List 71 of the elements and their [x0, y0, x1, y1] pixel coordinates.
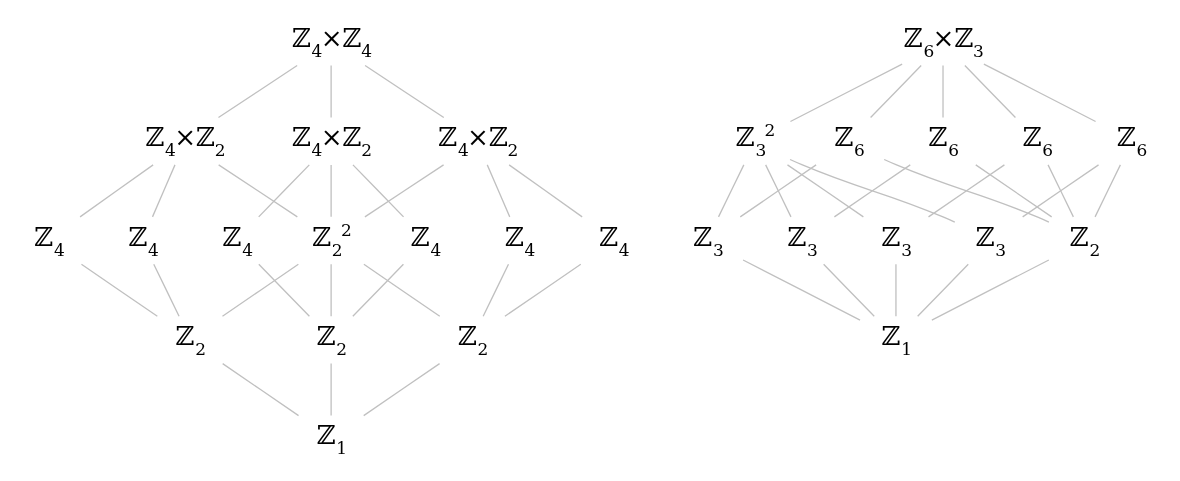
- connector: [1047, 164, 1075, 218]
- node-text: ℤ$_{3}$: [881, 221, 912, 260]
- connector: [482, 263, 510, 317]
- node-text: ℤ$_{6}$: [1022, 122, 1054, 161]
- connector: [221, 263, 300, 317]
- node-text: ℤ$_{3}$: [693, 221, 724, 260]
- connector: [258, 263, 311, 317]
- connector: [80, 263, 158, 317]
- node-text: ℤ$_{6}$×ℤ$_{3}$: [903, 22, 984, 61]
- connector: [717, 164, 745, 218]
- connector: [883, 158, 1050, 223]
- connector: [742, 259, 861, 321]
- connector: [153, 263, 180, 317]
- connector: [151, 164, 176, 218]
- connector: [789, 63, 903, 123]
- connector: [79, 164, 154, 218]
- node-text: ℤ$_{4}$: [128, 221, 159, 260]
- node-text: ℤ$_{4}$: [599, 221, 630, 260]
- connector: [833, 164, 911, 218]
- connector: [330, 263, 332, 317]
- node-text: ℤ$_{6}$: [834, 122, 865, 161]
- connector: [352, 164, 405, 218]
- node-text: ℤ$_{2}$: [316, 321, 348, 360]
- node-text: ℤ$_{2}$: [457, 321, 489, 360]
- connector: [739, 164, 817, 218]
- connector: [975, 164, 1053, 218]
- node-text: ℤ$_{2}$: [1069, 221, 1101, 260]
- connector: [363, 362, 441, 417]
- connector: [1094, 164, 1122, 218]
- connector: [869, 64, 922, 119]
- node-text: ℤ$_{3}$: [975, 221, 1007, 260]
- connector: [330, 362, 332, 417]
- connector: [352, 263, 405, 317]
- connector: [1022, 164, 1100, 218]
- node-text: ℤ$_{1}$: [316, 420, 348, 459]
- node-text: ℤ$_{6}$: [928, 122, 960, 161]
- node-text: ℤ$_{4}$×ℤ$_{2}$: [291, 122, 373, 161]
- connector: [508, 164, 583, 218]
- connector: [931, 259, 1050, 321]
- node-text: ℤ$_{2}$: [175, 321, 206, 360]
- connector: [364, 64, 445, 119]
- connector: [330, 64, 332, 119]
- connector: [486, 164, 511, 218]
- connector: [765, 164, 792, 218]
- connector: [823, 263, 875, 317]
- node-text: ℤ$_{3}$: [787, 221, 818, 260]
- connector: [789, 158, 956, 223]
- connector: [927, 164, 1006, 218]
- node-text: ℤ$_{4}$: [505, 221, 536, 260]
- connector: [504, 263, 582, 317]
- connector: [258, 164, 310, 218]
- node-text: ℤ$_{4}$: [34, 221, 65, 260]
- node-text: ℤ$_{6}$: [1116, 122, 1148, 161]
- connector: [222, 362, 300, 417]
- connector: [363, 263, 441, 317]
- node-text: ℤ$_{4}$×ℤ$_{2}$: [145, 122, 226, 161]
- connector: [942, 64, 944, 119]
- connector: [964, 64, 1017, 119]
- connector: [364, 164, 445, 218]
- node-text: ℤ$_{4}$×ℤ$_{2}$: [438, 122, 519, 161]
- node-text: ℤ$_{4}$: [410, 221, 442, 260]
- connector: [786, 164, 865, 218]
- connector: [895, 263, 897, 317]
- connector: [218, 164, 298, 218]
- node-text: ℤ$_{4}$: [222, 221, 254, 260]
- node-text: ℤ$_{1}$: [881, 321, 912, 360]
- connector: [217, 64, 298, 119]
- connector: [983, 63, 1097, 123]
- connector: [917, 263, 969, 317]
- node-text: ℤ$_{4}$×ℤ$_{4}$: [291, 22, 373, 61]
- connector: [330, 164, 332, 218]
